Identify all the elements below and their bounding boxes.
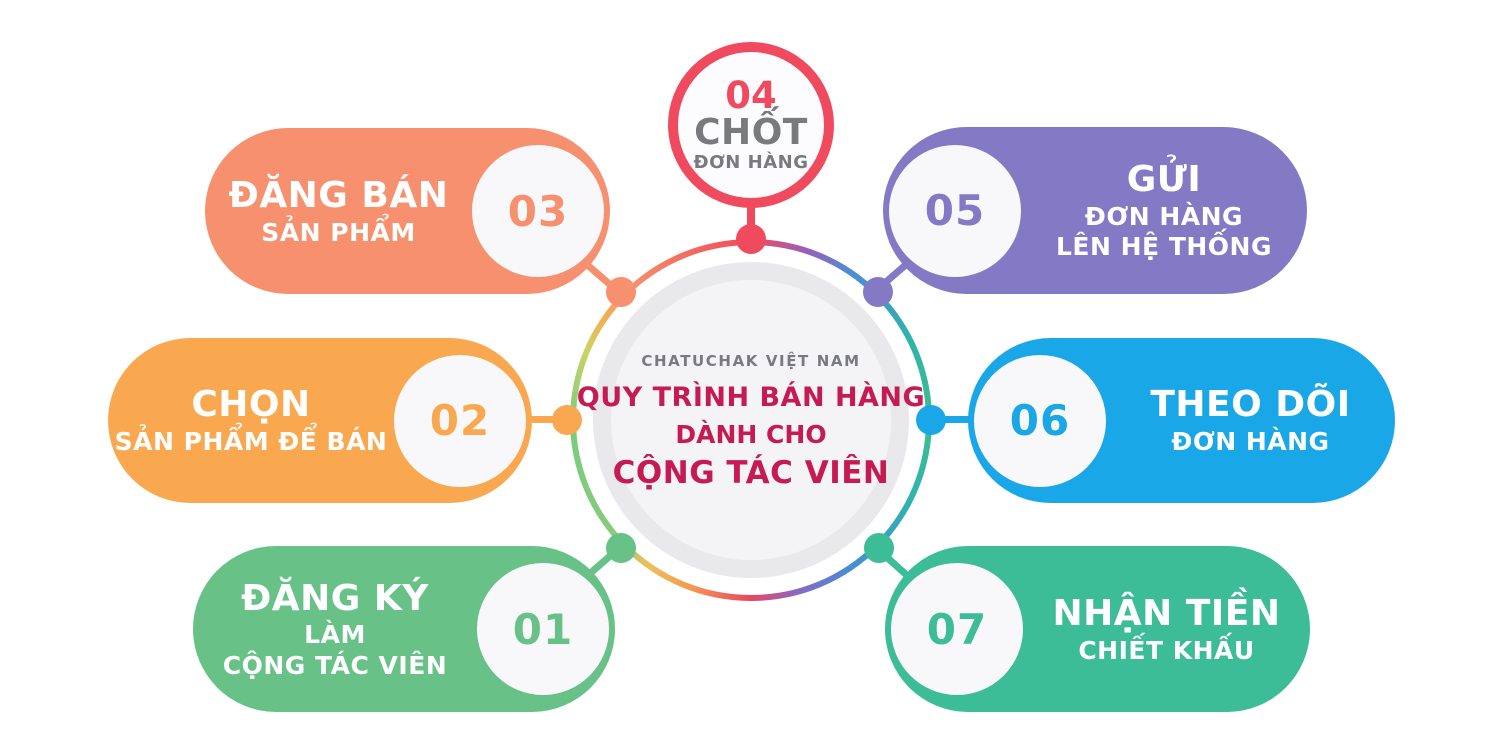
step-7-label-line-2: CHIẾT KHẤU xyxy=(1078,635,1255,665)
step-3-label-line-1: ĐĂNG BÁN xyxy=(228,174,449,216)
step-4-label-line-1: CHỐT xyxy=(694,112,808,154)
center-title-line-3: CỘNG TÁC VIÊN xyxy=(612,454,890,491)
step-3-label-line-2: SẢN PHẨM xyxy=(261,217,416,247)
step-5-number: 05 xyxy=(889,144,1021,277)
step-7-label: NHẬN TIỀN CHIẾT KHẤU xyxy=(1023,592,1310,666)
connector-dot-step-4 xyxy=(736,224,766,254)
step-1-label-line-3: CỘNG TÁC VIÊN xyxy=(222,650,448,680)
connector-dot-step-6 xyxy=(916,405,946,435)
step-2-label-line-1: CHỌN xyxy=(191,384,311,426)
step-5-label: GỬI ĐƠN HÀNG LÊN HỆ THỐNG xyxy=(1021,158,1307,263)
step-6-label-line-2: ĐƠN HÀNG xyxy=(1171,427,1330,457)
connector-dot-step-3 xyxy=(606,277,636,307)
step-2-pill: CHỌN SẢN PHẨM ĐỂ BÁN 02 xyxy=(108,338,532,503)
step-4-badge: 04 CHỐT ĐƠN HÀNG xyxy=(668,42,834,208)
step-5-label-line-2: ĐƠN HÀNG xyxy=(1084,201,1244,231)
step-7-label-line-1: NHẬN TIỀN xyxy=(1052,592,1281,634)
step-7-number: 07 xyxy=(891,563,1023,695)
connector-dot-step-1 xyxy=(606,533,636,563)
step-2-label: CHỌN SẢN PHẨM ĐỂ BÁN xyxy=(108,383,394,457)
step-6-pill: 06 THEO DÕI ĐƠN HÀNG xyxy=(968,338,1395,503)
step-5-label-line-1: GỬI xyxy=(1126,159,1202,201)
step-1-pill: ĐĂNG KÝ LÀM CỘNG TÁC VIÊN 01 xyxy=(193,546,615,712)
connector-dot-step-7 xyxy=(864,533,894,563)
brand-name: CHATUCHAK VIỆT NAM xyxy=(641,351,861,370)
step-5-pill: 05 GỬI ĐƠN HÀNG LÊN HỆ THỐNG xyxy=(883,127,1307,294)
connector-line-step-6 xyxy=(936,416,996,423)
step-7-pill: 07 NHẬN TIỀN CHIẾT KHẤU xyxy=(885,546,1310,712)
center-title-block: CHATUCHAK VIỆT NAM QUY TRÌNH BÁN HÀNG DÀ… xyxy=(577,262,925,578)
step-3-pill: ĐĂNG BÁN SẢN PHẨM 03 xyxy=(205,128,610,294)
step-1-label-line-2: LÀM xyxy=(304,620,366,650)
step-1-label: ĐĂNG KÝ LÀM CỘNG TÁC VIÊN xyxy=(193,577,477,682)
step-2-number: 02 xyxy=(394,354,526,487)
step-2-label-line-2: SẢN PHẨM ĐỂ BÁN xyxy=(114,427,388,457)
step-3-number: 03 xyxy=(472,145,604,277)
connector-line-step-4 xyxy=(747,200,755,238)
center-title-line-1: QUY TRÌNH BÁN HÀNG xyxy=(576,381,926,413)
connector-line-step-2 xyxy=(505,416,567,423)
step-5-label-line-3: LÊN HỆ THỐNG xyxy=(1055,232,1272,262)
step-3-label: ĐĂNG BÁN SẢN PHẨM xyxy=(205,174,472,248)
step-6-label-line-1: THEO DÕI xyxy=(1150,384,1351,426)
step-1-number: 01 xyxy=(477,563,609,695)
center-disc-inner xyxy=(611,280,891,560)
step-1-label-line-1: ĐĂNG KÝ xyxy=(241,577,429,619)
step-4-number: 04 xyxy=(725,74,777,118)
connector-dot-step-5 xyxy=(863,277,893,307)
center-title-line-2: DÀNH CHO xyxy=(675,419,827,449)
connector-dot-step-2 xyxy=(552,405,582,435)
step-6-number: 06 xyxy=(974,354,1106,487)
step-4-label-line-2: ĐƠN HÀNG xyxy=(693,151,809,173)
step-6-label: THEO DÕI ĐƠN HÀNG xyxy=(1106,383,1395,457)
